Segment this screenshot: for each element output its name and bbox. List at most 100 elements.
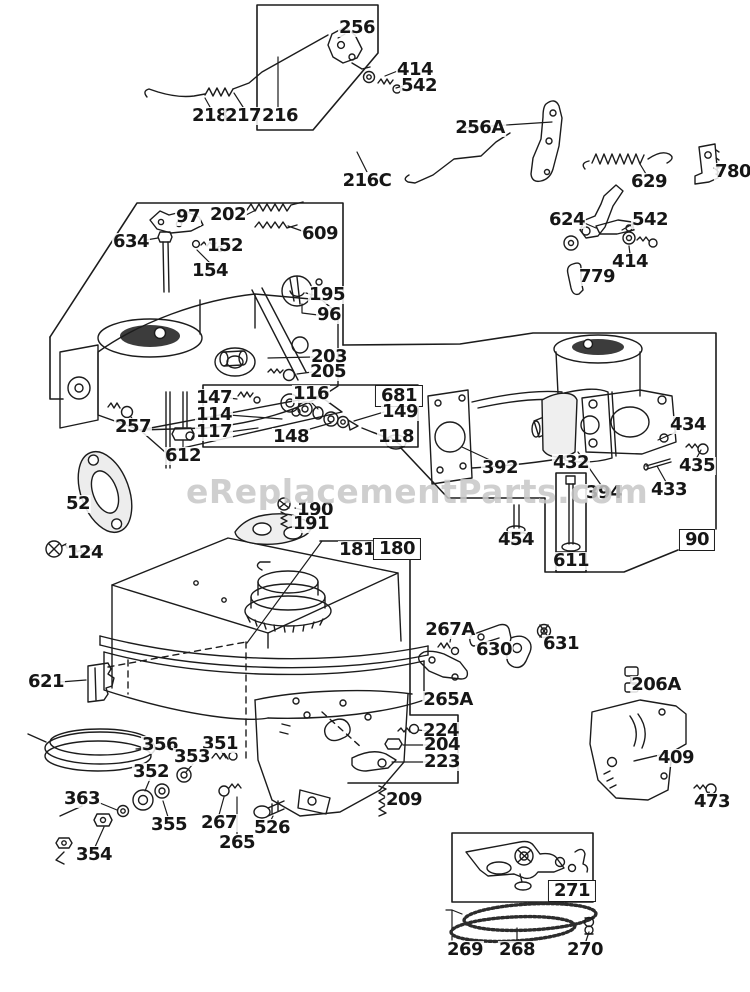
part-label-609: 609 [300,223,340,244]
part-label-432: 432 [551,452,591,473]
screw-nut-224-204 [384,723,420,750]
bracket-256A [530,100,563,183]
part-label-224: 224 [421,720,461,741]
screw-nut-542-414-right [622,231,658,248]
part-label-630: 630 [474,639,514,660]
part-label-355: 355 [149,814,189,835]
part-label-265A: 265A [422,689,474,710]
stud-634 [157,231,173,293]
part-label-209: 209 [384,789,424,810]
governor-spring-629 [582,152,673,170]
part-label-269: 269 [445,939,485,960]
part-label-268: 268 [497,939,537,960]
part-label-611: 611 [551,550,591,571]
part-label-434: 434 [668,414,708,435]
part-label-147: 147 [194,387,234,408]
throttle-rod-216C [404,132,511,184]
part-label-634: 634 [111,231,151,252]
screw-267A [437,642,460,656]
part-label-191: 191 [291,513,331,534]
control-assembly-271 [465,840,589,891]
part-label-414: 414 [395,59,435,80]
part-label-118: 118 [376,426,416,447]
part-label-202: 202 [208,204,248,225]
part-label-203: 203 [309,346,349,367]
spring-209 [378,785,387,817]
part-label-352: 352 [131,761,171,782]
pump-cover-434 [581,389,677,455]
part-label-629: 629 [629,171,669,192]
part-label-124: 124 [65,542,105,563]
screw-257 [107,402,134,419]
part-label-216C: 216C [341,170,393,191]
retainer-rings-268-269 [449,901,598,944]
springs-202-609 [246,201,304,229]
tank-bracket [254,689,413,817]
fuel-tank [99,537,429,721]
washer-spring-414-542 [362,70,402,94]
clip-779 [566,262,584,296]
needle-valve-611 [561,475,581,552]
part-label-256: 256 [337,17,377,38]
part-label-353: 353 [172,746,212,767]
part-label-631: 631 [541,633,581,654]
part-label-257: 257 [113,416,153,437]
part-label-97: 97 [174,206,202,227]
part-label-117: 117 [194,421,234,442]
part-label-351: 351 [200,733,240,754]
part-label-435: 435 [677,455,717,476]
part-label-409: 409 [656,747,696,768]
clamp-270 [583,916,595,935]
part-label-181: 181 [337,539,377,560]
part-label-414: 414 [610,251,650,272]
gasket-52 [77,450,133,534]
part-label-354: 354 [74,844,114,865]
part-label-454: 454 [496,529,536,550]
part-label-473: 473 [692,791,732,812]
part-label-190: 190 [295,499,335,520]
part-label-90: 90 [678,529,716,551]
mounting-bracket-409 [589,699,687,801]
link-265A [417,650,469,681]
part-label-154: 154 [190,260,230,281]
part-label-270: 270 [565,939,605,960]
part-label-394: 394 [584,482,624,503]
part-label-205: 205 [308,361,348,382]
part-label-149: 149 [380,401,420,422]
screw-267 [218,783,242,797]
part-label-356: 356 [140,734,180,755]
screw-435 [685,443,709,455]
part-label-216: 216 [260,105,300,126]
fuel-line-rings-356 [27,728,156,772]
part-label-612: 612 [163,445,203,466]
bolt-526 [253,800,285,819]
bracket-780 [694,143,720,185]
throttle-rod-218-217-216 [144,34,329,98]
part-label-148: 148 [271,426,311,447]
part-label-52: 52 [64,493,92,514]
part-label-206A: 206A [630,674,682,695]
clip-621 [87,662,115,703]
nut-612 [171,427,195,441]
right-carburetor-body [427,334,643,485]
part-label-621: 621 [26,671,66,692]
part-label-433: 433 [649,479,689,500]
part-label-267: 267 [199,812,239,833]
part-label-96: 96 [315,304,343,325]
part-label-780: 780 [713,163,750,181]
control-lever-223 [351,751,397,772]
hidden-outline-dashes [107,641,363,759]
part-label-217: 217 [223,105,263,126]
part-label-624: 624 [547,209,587,230]
part-label-779: 779 [577,266,617,287]
part-label-195: 195 [307,284,347,305]
part-label-204: 204 [422,734,462,755]
part-label-180: 180 [372,538,422,560]
watermark: eReplacementParts.com [186,472,649,511]
part-label-265: 265 [217,832,257,853]
throttle-shaft-203-205 [219,350,296,382]
part-label-271: 271 [547,880,597,902]
part-label-218: 218 [190,105,230,126]
governor-lever-624 [563,184,635,251]
